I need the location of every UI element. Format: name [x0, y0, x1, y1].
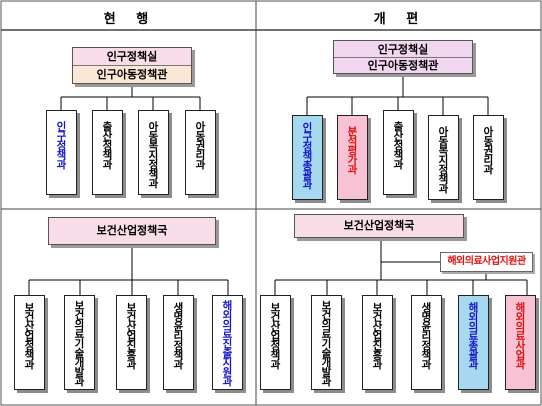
unit-label: 출산정책과 [101, 121, 113, 169]
unit-box: 보건산업진흥과 [362, 295, 393, 390]
unit-label: 인구정책총괄과 [301, 122, 313, 189]
top-right-office-box: 인구정책실 인구아동정책관 [333, 40, 473, 74]
unit-label: 보건산업정책과 [269, 302, 281, 369]
unit-label: 생명윤리정책과 [172, 302, 184, 369]
unit-label: 보건산업진흥과 [371, 302, 383, 369]
office-title: 인구정책실 [334, 41, 472, 58]
unit-box: 생명윤리정책과 [163, 295, 194, 390]
office-title: 인구정책실 [73, 48, 191, 66]
unit-box: 보건산업정책과 [260, 295, 291, 390]
office-subtitle: 인구아동정책관 [334, 58, 472, 73]
unit-box: 해외의료진출지원과 [212, 295, 243, 390]
office-subtitle: 인구아동정책관 [73, 66, 191, 83]
unit-label: 인구정책과 [55, 121, 67, 169]
unit-label: 아동복지정책과 [147, 121, 159, 188]
header-revised: 개 편 [373, 12, 427, 27]
unit-label: 해외의료총괄과 [467, 302, 479, 369]
unit-label: 해외의료사업과 [514, 302, 526, 369]
unit-box: 보건산업진흥과 [116, 295, 147, 390]
unit-box-new: 인구정책총괄과 [292, 115, 323, 200]
unit-box: 아동복지정책과 [138, 110, 169, 195]
unit-box-new: 분석평가과 [337, 115, 368, 200]
unit-box: 인구정책과 [46, 110, 77, 195]
unit-label: 해외의료진출지원과 [221, 300, 233, 386]
unit-box: 아동권리과 [473, 115, 504, 200]
bureau-title: 보건산업정책국 [343, 219, 415, 232]
unit-box: 출산정책과 [92, 110, 123, 195]
unit-box: 보건산업정책과 [14, 295, 45, 390]
unit-label: 보건의료기술개발과 [320, 300, 332, 386]
unit-box-new: 해외의료사업과 [505, 295, 536, 390]
bottom-left-bureau-box: 보건산업정책국 [48, 217, 216, 245]
unit-box: 아동복지정책과 [428, 115, 459, 200]
unit-label: 출산정책과 [392, 121, 404, 169]
bureau-title: 보건산업정책국 [96, 224, 168, 237]
unit-label: 보건의료기술개발과 [73, 300, 85, 386]
bottom-right-sub-office-box: 해외의료사업지원관 [440, 252, 533, 272]
unit-box-new: 해외의료총괄과 [458, 295, 489, 390]
unit-box: 보건의료기술개발과 [64, 295, 95, 390]
unit-label: 생명윤리정책과 [420, 302, 432, 369]
unit-box: 아동권리과 [185, 110, 216, 195]
unit-label: 분석평가과 [346, 126, 358, 174]
top-left-office-box: 인구정책실 인구아동정책관 [72, 47, 192, 84]
unit-box: 생명윤리정책과 [411, 295, 442, 390]
unit-label: 아동복지정책과 [437, 126, 449, 193]
unit-label: 보건산업진흥과 [125, 302, 137, 369]
bottom-right-bureau-box: 보건산업정책국 [294, 214, 464, 238]
unit-label: 아동권리과 [482, 126, 494, 174]
header-current: 현 행 [103, 12, 157, 27]
unit-box: 보건의료기술개발과 [311, 295, 342, 390]
unit-label: 보건산업정책과 [23, 302, 35, 369]
unit-box: 출산정책과 [383, 110, 414, 195]
unit-label: 아동권리과 [194, 121, 206, 169]
sub-office-title: 해외의료사업지원관 [447, 256, 526, 267]
